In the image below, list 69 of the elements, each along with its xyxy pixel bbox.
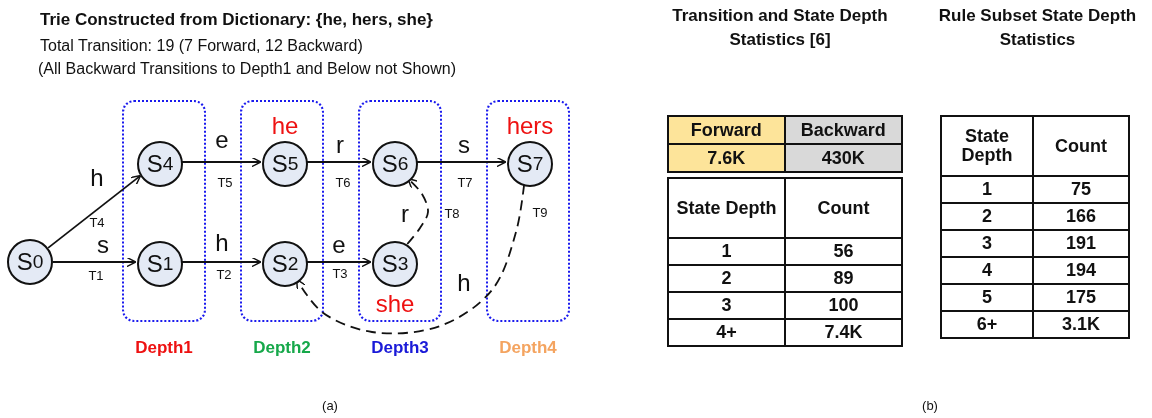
word-label: she	[375, 290, 415, 318]
panel-label: (a)	[322, 398, 338, 412]
table-cell: 6+	[941, 311, 1034, 338]
table-cell: 4+	[668, 319, 785, 346]
table-cell: 7.6K	[668, 144, 785, 172]
table-cell: 2	[668, 265, 785, 292]
subtitle: Total Transition: 19 (7 Forward, 12 Backward)	[40, 37, 363, 55]
table-cell: Backward	[784, 116, 902, 144]
word-label: hers	[506, 112, 554, 140]
transition-arrow	[295, 183, 525, 335]
transition-id: T5	[217, 175, 233, 189]
depth-label: Depth2	[252, 338, 312, 358]
edge-label: e	[215, 128, 229, 152]
table-cell: Forward	[668, 116, 785, 144]
table-cell: 191	[1033, 230, 1129, 257]
transition-id: T2	[216, 267, 232, 281]
transition-id: T3	[332, 266, 348, 280]
table-cell: 100	[785, 292, 902, 319]
edge-label: e	[332, 233, 346, 257]
panel-label: (b)	[922, 398, 938, 412]
table-cell: 3	[941, 230, 1034, 257]
table-title: Rule Subset State Depth Statistics	[937, 5, 1138, 51]
table-cell: State Depth	[941, 116, 1034, 176]
table-cell: 1	[668, 238, 785, 265]
edge-label: h	[90, 166, 104, 190]
table-title: Transition and State Depth Statistics [6]	[671, 5, 889, 51]
transition-id: T6	[335, 175, 351, 189]
table-cell: State Depth	[668, 178, 785, 238]
depth-label: Depth4	[498, 338, 558, 358]
table-cell: 56	[785, 238, 902, 265]
table-cell: 1	[941, 176, 1034, 203]
transition-id: T8	[444, 206, 460, 220]
transition-id: T7	[457, 175, 473, 189]
table-cell: Count	[1033, 116, 1129, 176]
table-cell: 89	[785, 265, 902, 292]
word-label: he	[271, 112, 299, 140]
table-cell: 166	[1033, 203, 1129, 230]
transition-id: T4	[89, 215, 105, 229]
table-cell: 75	[1033, 176, 1129, 203]
transition-id: T9	[532, 205, 548, 219]
table-cell: Count	[785, 178, 902, 238]
transition-id: T1	[88, 268, 104, 282]
edge-label: r	[336, 133, 344, 157]
transition-arrow	[305, 156, 372, 168]
transition-arrow	[415, 156, 507, 168]
table-cell: 430K	[784, 144, 902, 172]
table-cell: 194	[1033, 257, 1129, 284]
depth-label: Depth1	[134, 338, 194, 358]
edge-label: h	[215, 231, 229, 255]
transition-arrow	[180, 156, 262, 168]
title: Trie Constructed from Dictionary: {he, hers, she}	[40, 10, 433, 30]
edge-label: s	[97, 233, 109, 257]
transition-arrow	[305, 256, 372, 268]
table-cell: 3.1K	[1033, 311, 1129, 338]
edge-label: h	[457, 271, 471, 295]
table-cell: 7.4K	[785, 319, 902, 346]
table-cell: 4	[941, 257, 1034, 284]
transition-arrow	[52, 256, 137, 268]
transition-arrow	[406, 177, 429, 245]
transition-arrow	[47, 174, 142, 249]
note: (All Backward Transitions to Depth1 and Below not Shown)	[38, 60, 456, 78]
table-cell: 175	[1033, 284, 1129, 311]
table-cell: 2	[941, 203, 1034, 230]
table-cell: 5	[941, 284, 1034, 311]
depth-label: Depth3	[370, 338, 430, 358]
edge-label: r	[401, 202, 409, 226]
edge-label: s	[458, 133, 470, 157]
table-cell: 3	[668, 292, 785, 319]
transition-arrow	[180, 256, 262, 268]
